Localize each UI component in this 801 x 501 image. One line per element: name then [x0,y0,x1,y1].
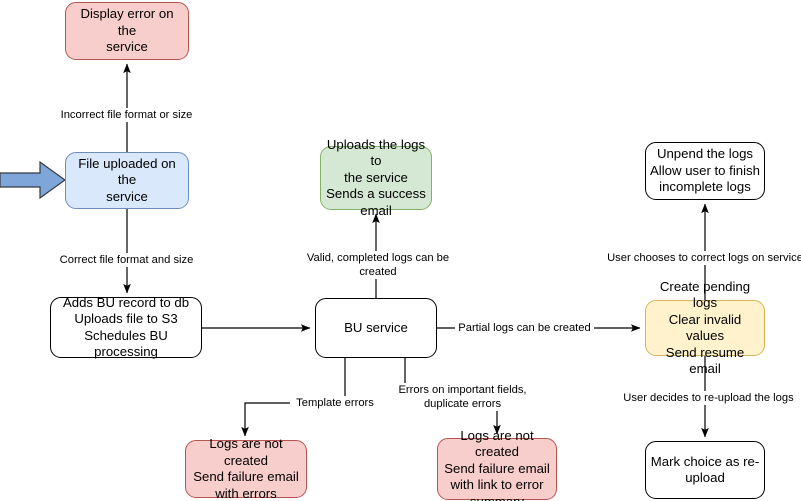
node-logs-not-created-error-summary[interactable]: Logs are not created Send failure email … [437,428,557,501]
node-file-uploaded[interactable]: File uploaded on the service [65,152,189,209]
edge-label-template-errors: Template errors [290,396,380,410]
edge-label-user-decides-reupload: User decides to re-upload the logs [620,391,797,405]
edge-label-partial-logs: Partial logs can be created [455,321,594,335]
entry-arrow [0,160,67,205]
node-logs-not-created-template-errors[interactable]: Logs are not created Send failure email … [185,436,307,501]
node-bu-service[interactable]: BU service [315,298,437,358]
edge-label-user-chooses-correct-logs: User chooses to correct logs on service [605,251,801,265]
node-unpend-logs[interactable]: Unpend the logs Allow user to finish inc… [645,142,765,200]
edge-label-incorrect-file-format: Incorrect file format or size [57,108,196,122]
node-display-error[interactable]: Display error on the service [65,2,189,60]
node-uploads-logs[interactable]: Uploads the logs to the service Sends a … [320,137,432,218]
edge-label-valid-completed-logs: Valid, completed logs can be created [285,251,471,279]
node-create-pending-logs[interactable]: Create pending logs Clear invalid values… [645,279,765,376]
node-adds-bu-record[interactable]: Adds BU record to db Uploads file to S3 … [50,295,202,359]
edge-label-correct-file-format: Correct file format and size [57,253,196,267]
edge-label-errors-important-fields: Errors on important fields, duplicate er… [393,383,532,411]
node-mark-choice-as-reupload[interactable]: Mark choice as re- upload [645,441,765,499]
